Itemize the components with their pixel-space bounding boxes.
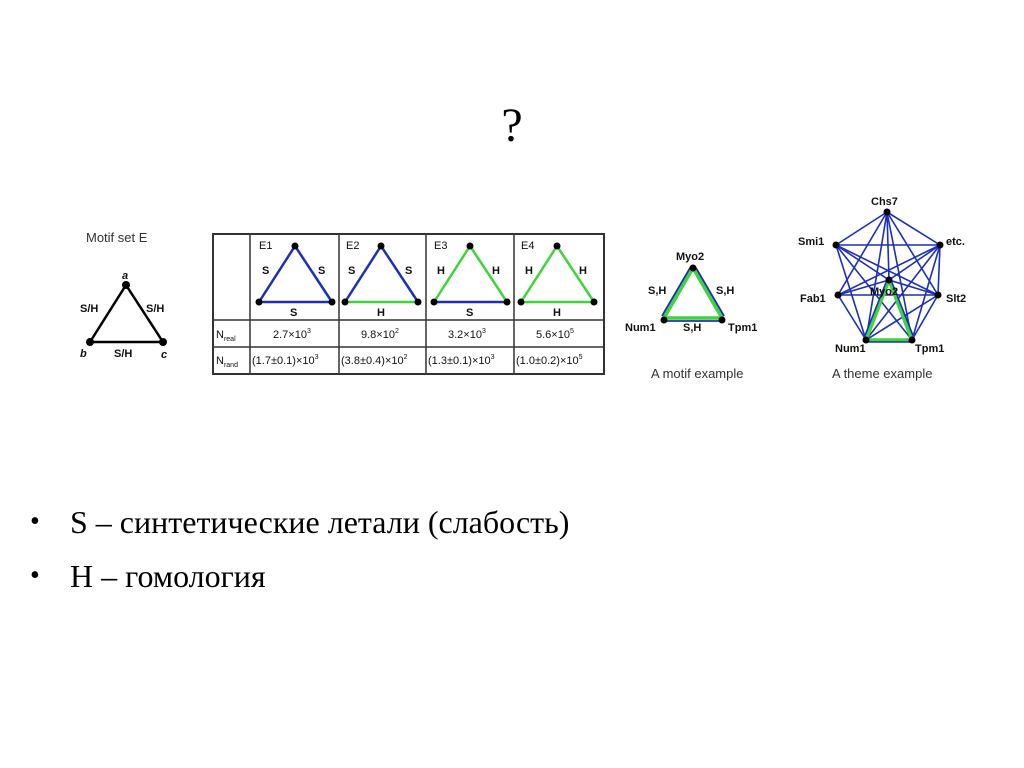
motif-e4-left-label: H: [525, 265, 533, 277]
motif-example-edge-right: S,H: [716, 285, 734, 297]
motif-e4-cell: E4 H H H 5.6×105 (1.0±0.2)×105: [516, 240, 598, 367]
motif-set-title: Motif set E: [86, 230, 148, 245]
theme-node-smi1: Smi1: [798, 236, 824, 248]
motif-e4-n-rand: (1.0±0.2)×105: [516, 354, 583, 367]
motif-e4-bottom-label: H: [553, 307, 561, 319]
motif-e3-n-rand: (1.3±0.1)×103: [428, 354, 495, 367]
motif-e2-n-real: 9.8×102: [361, 328, 399, 341]
motif-e2-right-label: S: [405, 265, 412, 277]
motif-e4-n-real: 5.6×105: [536, 328, 574, 341]
motif-e3-left-label: H: [437, 265, 445, 277]
motif-e2-n-rand: (3.8±0.4)×102: [341, 354, 408, 367]
motif-e1-left-label: S: [262, 265, 269, 277]
motif-example-caption: A motif example: [651, 366, 744, 381]
row-label-rand: Nrand: [216, 355, 238, 369]
motif-example-edge-bottom: S,H: [683, 322, 701, 334]
motif-example-panel: Myo2 Num1 Tpm1 S,H S,H S,H A motif examp…: [625, 251, 757, 381]
motif-example-node-top: Myo2: [676, 251, 704, 263]
motif-e1-bottom-label: S: [290, 307, 297, 319]
node-b-label: b: [80, 348, 87, 360]
theme-node-tpm1: Tpm1: [915, 343, 944, 355]
motif-example-node-left: Num1: [625, 322, 656, 334]
node-c-label: c: [161, 349, 167, 361]
motif-e1-name: E1: [259, 240, 272, 252]
bullet-text-s: S – синтетические летали (слабость): [70, 504, 570, 540]
node-b: [86, 338, 94, 346]
motif-e3-cell: E3 H H S 3.2×103 (1.3±0.1)×103: [428, 240, 511, 367]
theme-node-etc: etc.: [946, 236, 965, 248]
theme-node-myo2: Myo2: [870, 286, 898, 298]
theme-node-num1: Num1: [835, 343, 866, 355]
edge-label-left: S/H: [80, 303, 98, 315]
theme-node-slt2: Slt2: [946, 293, 966, 305]
motif-e3-right-label: H: [492, 265, 500, 277]
motif-e2-left-label: S: [348, 265, 355, 277]
motif-set-panel: Motif set E a b c S/H S/H S/H: [80, 230, 167, 361]
bullet-dot-icon: •: [30, 560, 40, 591]
motif-example-node-right: Tpm1: [728, 322, 757, 334]
row-label-real: Nreal: [216, 329, 236, 343]
theme-example-panel: Chs7 Smi1 etc. Fab1 Myo2 Slt2 Num1 Tpm1 …: [798, 196, 966, 381]
bullet-item-s: • S – синтетические летали (слабость): [30, 502, 569, 556]
motif-e3-bottom-label: S: [466, 307, 473, 319]
motif-e1-cell: E1 S S S 2.7×103 (1.7±0.1)×103: [252, 240, 336, 367]
edge-label-right: S/H: [146, 303, 164, 315]
figure-motif-diagram: Motif set E a b c S/H S/H S/H Nreal Nran…: [80, 196, 966, 381]
bullet-dot-icon: •: [30, 506, 40, 537]
motif-set-triangle: [88, 284, 165, 344]
edge-label-bottom: S/H: [114, 348, 132, 360]
node-c: [159, 338, 167, 346]
bullet-list: • S – синтетические летали (слабость) • …: [30, 502, 569, 610]
motif-example-edge-left: S,H: [648, 285, 666, 297]
node-a: [122, 281, 130, 289]
motif-e4-right-label: H: [579, 265, 587, 277]
theme-example-caption: A theme example: [832, 366, 932, 381]
bullet-item-h: • H – гомология: [30, 556, 569, 610]
motif-e2-name: E2: [346, 240, 359, 252]
motif-table: Nreal Nrand E1 S S S 2.7×103 (1.7±0.1)×1…: [212, 233, 605, 375]
motif-e1-right-label: S: [318, 265, 325, 277]
node-a-label: a: [122, 270, 128, 282]
motif-e1-n-rand: (1.7±0.1)×103: [252, 354, 319, 367]
motif-e2-bottom-label: H: [377, 307, 385, 319]
theme-node-fab1: Fab1: [800, 293, 826, 305]
motif-e3-n-real: 3.2×103: [448, 328, 486, 341]
motif-e3-name: E3: [434, 240, 447, 252]
theme-node-chs7: Chs7: [871, 196, 898, 208]
motif-e2-cell: E2 S S H 9.8×102 (3.8±0.4)×102: [341, 240, 422, 367]
motif-e1-n-real: 2.7×103: [273, 328, 311, 341]
bullet-text-h: H – гомология: [70, 558, 266, 594]
motif-e4-name: E4: [521, 240, 534, 252]
slide-title: ?: [501, 99, 523, 152]
